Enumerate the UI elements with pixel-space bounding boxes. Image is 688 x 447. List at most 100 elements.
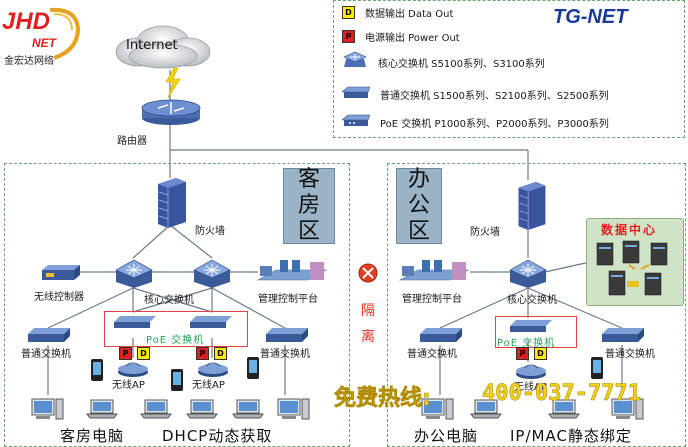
legend-item-data-out: D 数据输出 Data Out <box>342 3 453 21</box>
data-center-panel: 数据中心 <box>586 218 684 306</box>
wireless-controller-icon <box>42 265 80 280</box>
internet-label: Internet <box>126 38 178 53</box>
phone-icon <box>91 359 103 381</box>
core-switch-icon <box>509 259 547 288</box>
office-firewall-label: 防火墙 <box>470 227 500 238</box>
switch-icon <box>342 86 370 98</box>
legend-label: 数据输出 Data Out <box>365 8 454 20</box>
power-out-badge: P <box>119 347 132 360</box>
poe-switch-icon <box>510 320 552 332</box>
guest-poe-label: PoE 交换机 <box>146 335 205 346</box>
isolation-label: 隔 离 <box>358 300 378 346</box>
phone-icon <box>591 357 603 379</box>
phone-icon <box>171 369 183 391</box>
isolation-char: 隔 <box>361 303 375 319</box>
server-rack-icon <box>596 240 668 296</box>
power-out-badge: P <box>516 347 529 360</box>
data-center-label: 数据中心 <box>601 223 658 237</box>
logo-net: NET <box>32 36 56 50</box>
office-ap-label: 无线AP <box>514 382 547 393</box>
switch-icon <box>602 328 644 342</box>
switch-icon <box>28 328 70 342</box>
zone-char: 区 <box>297 219 320 244</box>
legend-label: 核心交换机 S5100系列、S3100系列 <box>378 58 545 70</box>
wireless-ap-icon <box>516 364 546 379</box>
logo-swoosh-icon <box>49 7 81 60</box>
guest-switch-right-label: 普通交换机 <box>260 349 310 360</box>
logo-company-name: 金宏达网络 <box>4 56 54 67</box>
guest-bottom-caption-a: 客房电脑 <box>60 427 125 445</box>
guest-ap1-label: 无线AP <box>112 380 145 391</box>
zone-char: 区 <box>407 219 430 244</box>
zone-char: 办 <box>407 167 430 192</box>
legend-item-power-out: P 电源输出 Power Out <box>342 27 460 45</box>
legend-label: 电源输出 Power Out <box>365 32 460 44</box>
office-switch-left-label: 普通交换机 <box>407 349 457 360</box>
wireless-ap-icon <box>198 362 228 377</box>
laptop-icon <box>232 399 264 419</box>
data-out-badge: D <box>137 347 150 360</box>
poe-switch-icon <box>190 316 232 328</box>
firewall-icon <box>518 181 546 230</box>
hotline-number: 400-037-7771 <box>482 381 642 407</box>
office-switch-right-label: 普通交换机 <box>605 349 655 360</box>
laptop-icon <box>548 399 580 419</box>
lightning-icon <box>165 68 181 98</box>
laptop-icon <box>140 399 172 419</box>
management-platform-icon <box>398 260 470 281</box>
core-switch-icon <box>343 51 367 67</box>
laptop-icon <box>470 399 502 419</box>
office-bottom-caption-a: 办公电脑 <box>414 427 479 445</box>
company-logo: JHD NET 金宏达网络 <box>2 4 82 67</box>
firewall-icon <box>158 178 186 228</box>
legend-item-switch: 普通交换机 S1500系列、S2100系列、S2500系列 <box>342 85 609 103</box>
core-switch-icon <box>193 259 231 288</box>
desktop-pc-icon <box>421 398 454 420</box>
zone-char: 房 <box>297 193 320 218</box>
power-out-badge: P <box>342 29 355 43</box>
legend-label: 普通交换机 S1500系列、S2100系列、S2500系列 <box>380 90 609 102</box>
wireless-ap-icon <box>118 362 148 377</box>
legend-panel: D 数据输出 Data Out P 电源输出 Power Out 核心交换机 S… <box>333 0 685 138</box>
office-zone-label: 办 公 区 <box>396 167 442 244</box>
data-out-badge: D <box>214 347 227 360</box>
guest-switch-left-label: 普通交换机 <box>21 349 71 360</box>
router-icon <box>141 99 201 125</box>
office-mgmt-label: 管理控制平台 <box>402 294 462 305</box>
guest-firewall-label: 防火墙 <box>195 226 225 237</box>
switch-icon <box>420 328 462 342</box>
laptop-icon <box>186 399 218 419</box>
guest-bottom-caption-b: DHCP动态获取 <box>162 427 273 445</box>
desktop-pc-icon <box>31 398 64 420</box>
zone-char: 客 <box>297 167 320 192</box>
desktop-pc-icon <box>611 398 644 420</box>
switch-icon <box>266 328 308 342</box>
core-switch-icon <box>115 259 153 288</box>
desktop-pc-icon <box>277 398 310 420</box>
poe-switch-icon <box>342 114 370 126</box>
legend-label: PoE 交换机 P1000系列、P2000系列、P3000系列 <box>380 118 609 130</box>
guest-mgmt-label: 管理控制平台 <box>258 294 318 305</box>
power-out-badge: P <box>196 347 209 360</box>
internet-cloud-icon <box>115 25 211 69</box>
data-out-badge: D <box>534 347 547 360</box>
zone-char: 公 <box>407 193 430 218</box>
hotline-label: 免费热线: <box>334 386 431 412</box>
guest-core-switch-label: 核心交换机 <box>144 295 194 306</box>
legend-item-poe-switch: PoE 交换机 P1000系列、P2000系列、P3000系列 <box>342 113 609 131</box>
data-out-badge: D <box>342 5 355 19</box>
poe-switch-icon <box>114 316 156 328</box>
isolation-icon <box>358 263 378 283</box>
wireless-controller-label: 无线控制器 <box>34 292 84 303</box>
tg-net-brand: TG-NET <box>553 6 628 28</box>
logo-jhd: JHD <box>2 8 51 35</box>
office-bottom-caption-b: IP/MAC静态绑定 <box>510 427 632 445</box>
guest-poe-group <box>104 311 248 347</box>
isolation-char: 离 <box>361 329 375 345</box>
laptop-icon <box>86 399 118 419</box>
management-platform-icon <box>256 260 328 281</box>
router-label: 路由器 <box>117 136 147 147</box>
office-poe-label: PoE 交换机 <box>497 338 556 349</box>
legend-item-core-switch: 核心交换机 S5100系列、S3100系列 <box>342 51 545 71</box>
